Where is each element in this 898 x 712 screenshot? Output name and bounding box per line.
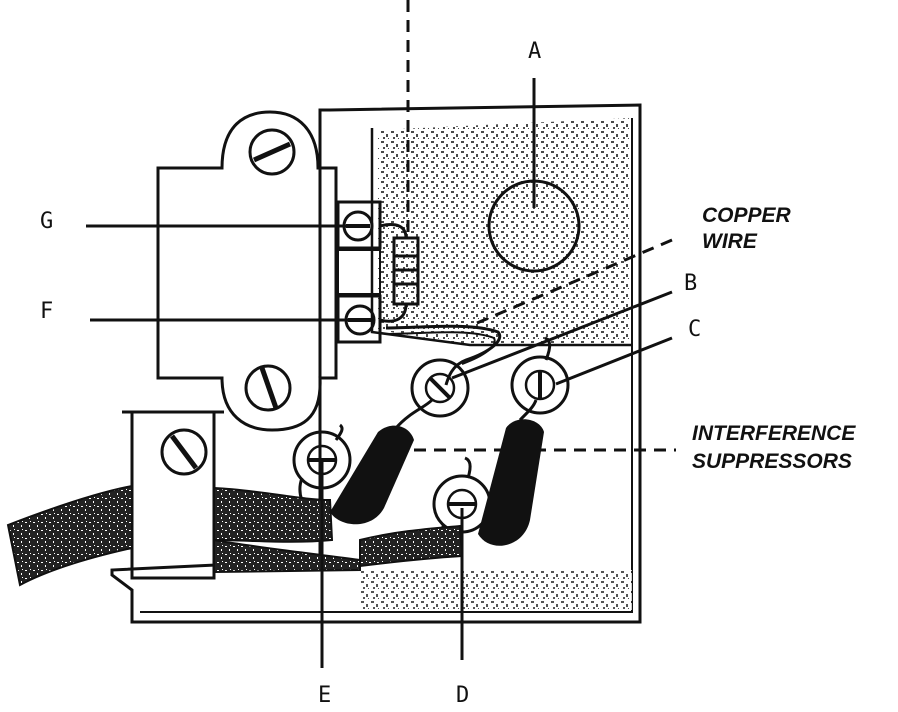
flex-cable	[6, 484, 464, 587]
link-component	[379, 223, 420, 323]
suppressor-left	[330, 398, 434, 525]
copper-wire	[385, 324, 502, 386]
caption-suppressors-line1: INTERFERENCE	[692, 422, 856, 445]
mounting-screw-top	[248, 128, 296, 176]
suppressor-right	[478, 399, 544, 546]
caption-suppressors-line2: SUPPRESSORS	[692, 450, 852, 473]
label-e: E	[318, 683, 331, 708]
label-c: C	[688, 317, 701, 342]
terminal-b	[410, 358, 470, 418]
leader-lines	[86, 0, 676, 668]
label-g: G	[40, 209, 53, 234]
caption-copper-line2: WIRE	[702, 230, 758, 253]
mounting-screw-bottom	[244, 364, 292, 412]
terminal-screw-f	[344, 304, 376, 336]
label-f: F	[40, 299, 53, 324]
label-a: A	[528, 39, 541, 64]
terminal-screw-g	[342, 210, 374, 242]
terminal-c	[510, 336, 570, 415]
label-d: D	[456, 683, 469, 708]
junction-box	[110, 103, 642, 624]
terminal-block	[156, 110, 382, 432]
label-b: B	[684, 271, 697, 296]
cable-clamp	[122, 410, 224, 580]
caption-copper-line1: COPPER	[702, 204, 792, 227]
